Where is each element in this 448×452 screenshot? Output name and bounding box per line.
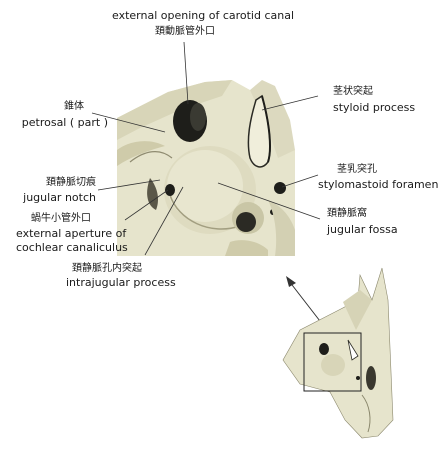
inset-frame [303,332,362,392]
leader-cochlear [124,189,169,221]
label-jugular-notch-en: jugular notch [23,191,96,204]
label-petrosal-cn: 錐体 [64,101,84,112]
leader-petrosal [91,112,166,133]
skull-base-inset [282,267,394,439]
leader-jugular-notch [97,179,161,191]
label-intrajugular-cn: 頚静脈孔内突起 [72,263,142,274]
leader-lines [91,41,321,256]
label-stylomastoid-en: stylomastoid foramen [318,178,439,191]
magnified-bone-view [117,73,295,256]
label-cochlear-en1: external aperture of [16,227,127,240]
label-intrajugular-en: intrajugular process [66,276,176,289]
leader-jugular-fossa [217,182,321,220]
label-jugular-fossa-cn: 頚静脈窩 [327,208,367,219]
label-stylomastoid-cn: 茎乳突孔 [337,164,377,175]
label-styloid-en: styloid process [333,101,416,114]
leader-carotid [183,41,189,105]
label-styloid-cn: 茎状突起 [333,86,373,97]
leader-styloid [261,95,319,111]
label-carotid-cn: 頚動脈管外口 [155,26,215,37]
label-cochlear-en2: cochlear canaliculus [16,241,128,254]
label-jugular-notch-cn: 頚静脈切痕 [46,177,96,188]
label-carotid-en: external opening of carotid canal [112,9,295,22]
leader-stylomastoid [281,174,319,188]
stylomastoid-foramen-shape [274,182,286,194]
leader-intrajugular [144,186,184,256]
label-petrosal-en: petrosal ( part ) [21,116,108,129]
label-cochlear-cn: 蝸牛小管外口 [31,213,91,224]
label-jugular-fossa-en: jugular fossa [327,223,398,236]
